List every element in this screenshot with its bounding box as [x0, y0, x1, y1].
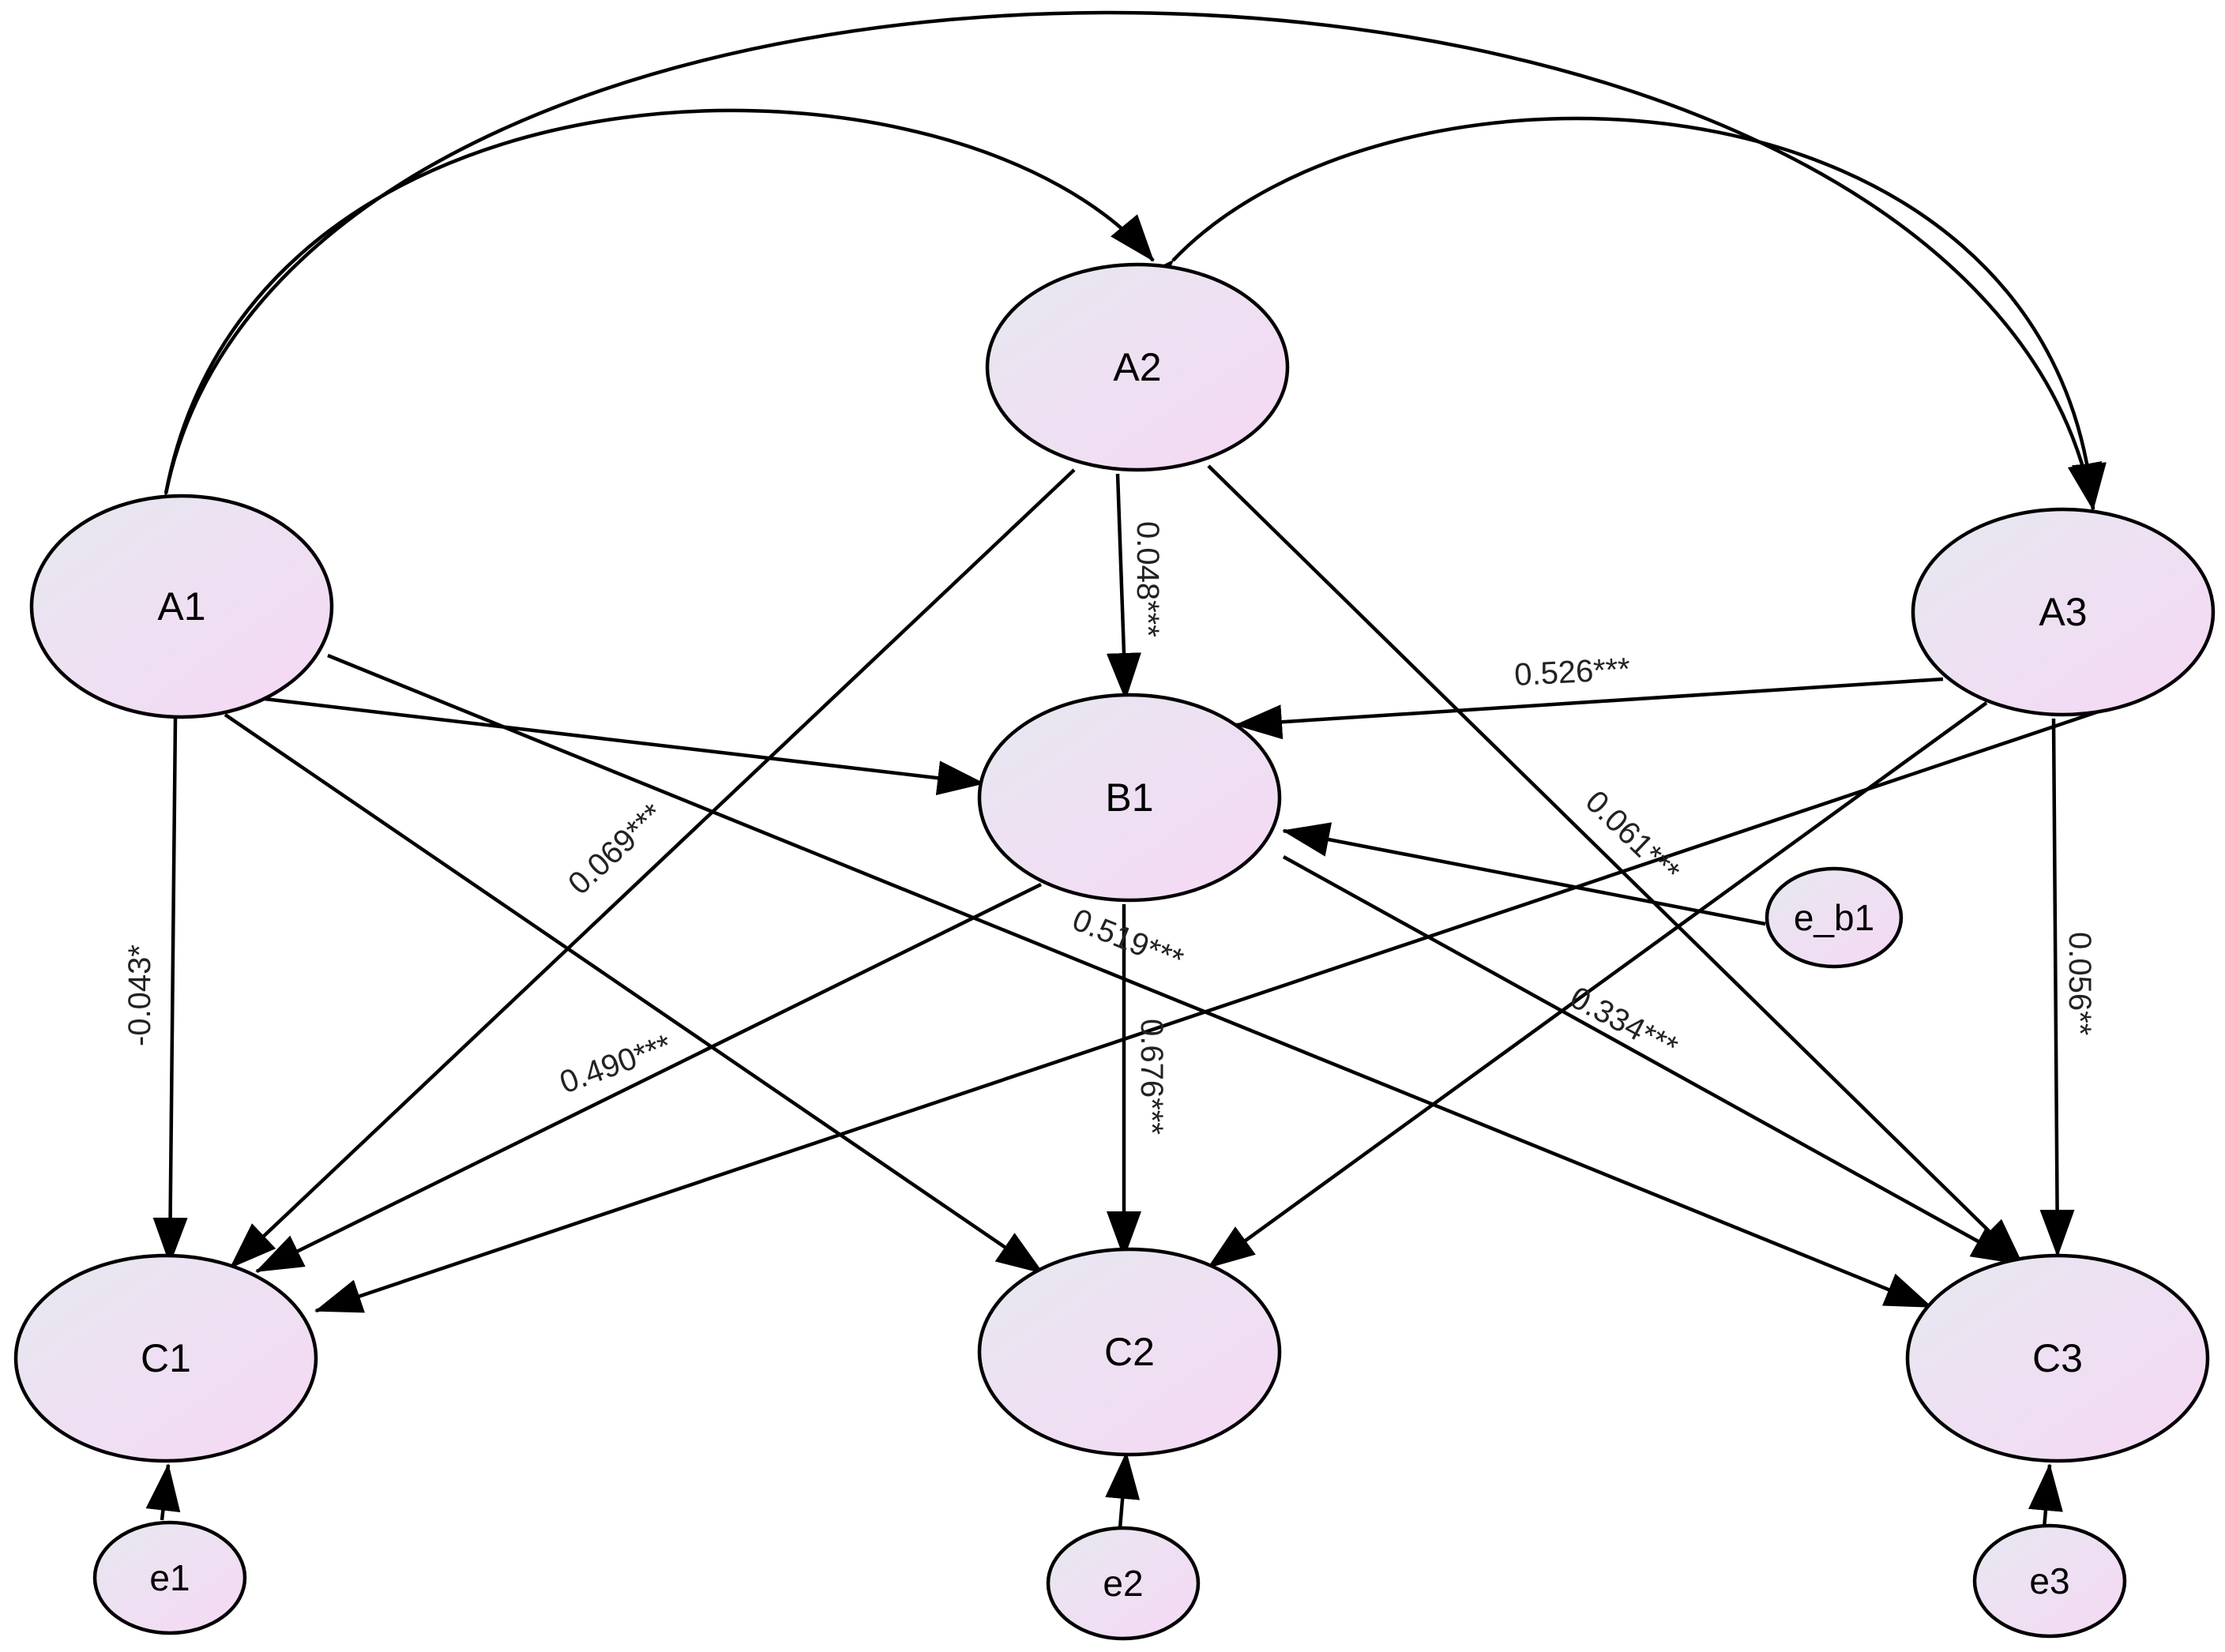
- edge-a1-c1: [152, 718, 188, 1265]
- edge-b1-c1: [255, 882, 1042, 1274]
- node-c2-label: C2: [1104, 1330, 1155, 1374]
- node-a3-label: A3: [2039, 590, 2087, 634]
- label-a3-c1: 0.490***: [555, 1028, 676, 1101]
- node-e2-label: e2: [1103, 1563, 1143, 1604]
- node-a1-label: A1: [157, 584, 205, 629]
- edge-a2-c3: [1207, 464, 2024, 1265]
- nodes: A1 A2 A3 B1 C1 C2 C3 e1: [13, 262, 2216, 1641]
- arc-a1-a3: [139, 10, 2102, 543]
- node-c2[interactable]: C2: [977, 1247, 1282, 1457]
- edge-e3-c3: [2028, 1463, 2063, 1529]
- node-c1[interactable]: C1: [13, 1253, 318, 1463]
- label-b1-c2: 0.676***: [1134, 1019, 1169, 1135]
- edge-b1-c3: [1282, 855, 2020, 1265]
- arc-a2-a3: [1129, 116, 2107, 511]
- node-c3[interactable]: C3: [1905, 1253, 2210, 1463]
- node-a1[interactable]: A1: [29, 494, 334, 719]
- edge-a1-c2: [224, 713, 1044, 1275]
- node-b1[interactable]: B1: [977, 693, 1282, 903]
- edge-a3-c3: [2039, 718, 2075, 1257]
- node-e3-label: e3: [2029, 1560, 2069, 1601]
- node-e2[interactable]: e2: [1046, 1526, 1201, 1641]
- node-a2[interactable]: A2: [985, 262, 1290, 472]
- arc-a1-a2: [140, 108, 1155, 543]
- edge-a2-c1: [229, 468, 1076, 1269]
- label-a2-c3: 0.061***: [1579, 784, 1686, 890]
- node-b1-label: B1: [1105, 775, 1153, 820]
- node-c1-label: C1: [141, 1336, 191, 1380]
- paths: [145, 464, 2102, 1529]
- edge-a3-c1: [314, 708, 2102, 1313]
- node-e1[interactable]: e1: [92, 1520, 247, 1635]
- edge-eb1-b1: [1282, 822, 1766, 926]
- node-e-b1-label: e_b1: [1794, 897, 1874, 938]
- label-a2-b1: 0.048***: [1130, 521, 1165, 637]
- edge-a3-c2: [1207, 701, 1988, 1269]
- node-e3[interactable]: e3: [1972, 1523, 2127, 1639]
- node-e-b1[interactable]: e_b1: [1765, 866, 1904, 969]
- edge-a3-b1: [1235, 677, 1944, 740]
- node-e1-label: e1: [149, 1557, 190, 1598]
- edge-e1-c1: [145, 1463, 181, 1521]
- node-c3-label: C3: [2032, 1336, 2083, 1380]
- label-a2-c1: 0.069***: [562, 797, 670, 901]
- covariance-arcs: [139, 10, 2107, 543]
- edge-a1-c3: [327, 653, 1933, 1309]
- node-a3[interactable]: A3: [1911, 507, 2216, 717]
- edge-e2-c2: [1105, 1451, 1141, 1529]
- edge-a1-b1: [264, 696, 985, 796]
- label-a3-b1: 0.526***: [1513, 651, 1631, 693]
- label-a1-c3: 0.519***: [1068, 903, 1189, 978]
- label-a3-c3: 0.056**: [2062, 932, 2097, 1035]
- node-a2-label: A2: [1113, 345, 1161, 389]
- edge-a2-b1: [1106, 473, 1141, 700]
- label-a1-c1: -0.043*: [122, 944, 157, 1046]
